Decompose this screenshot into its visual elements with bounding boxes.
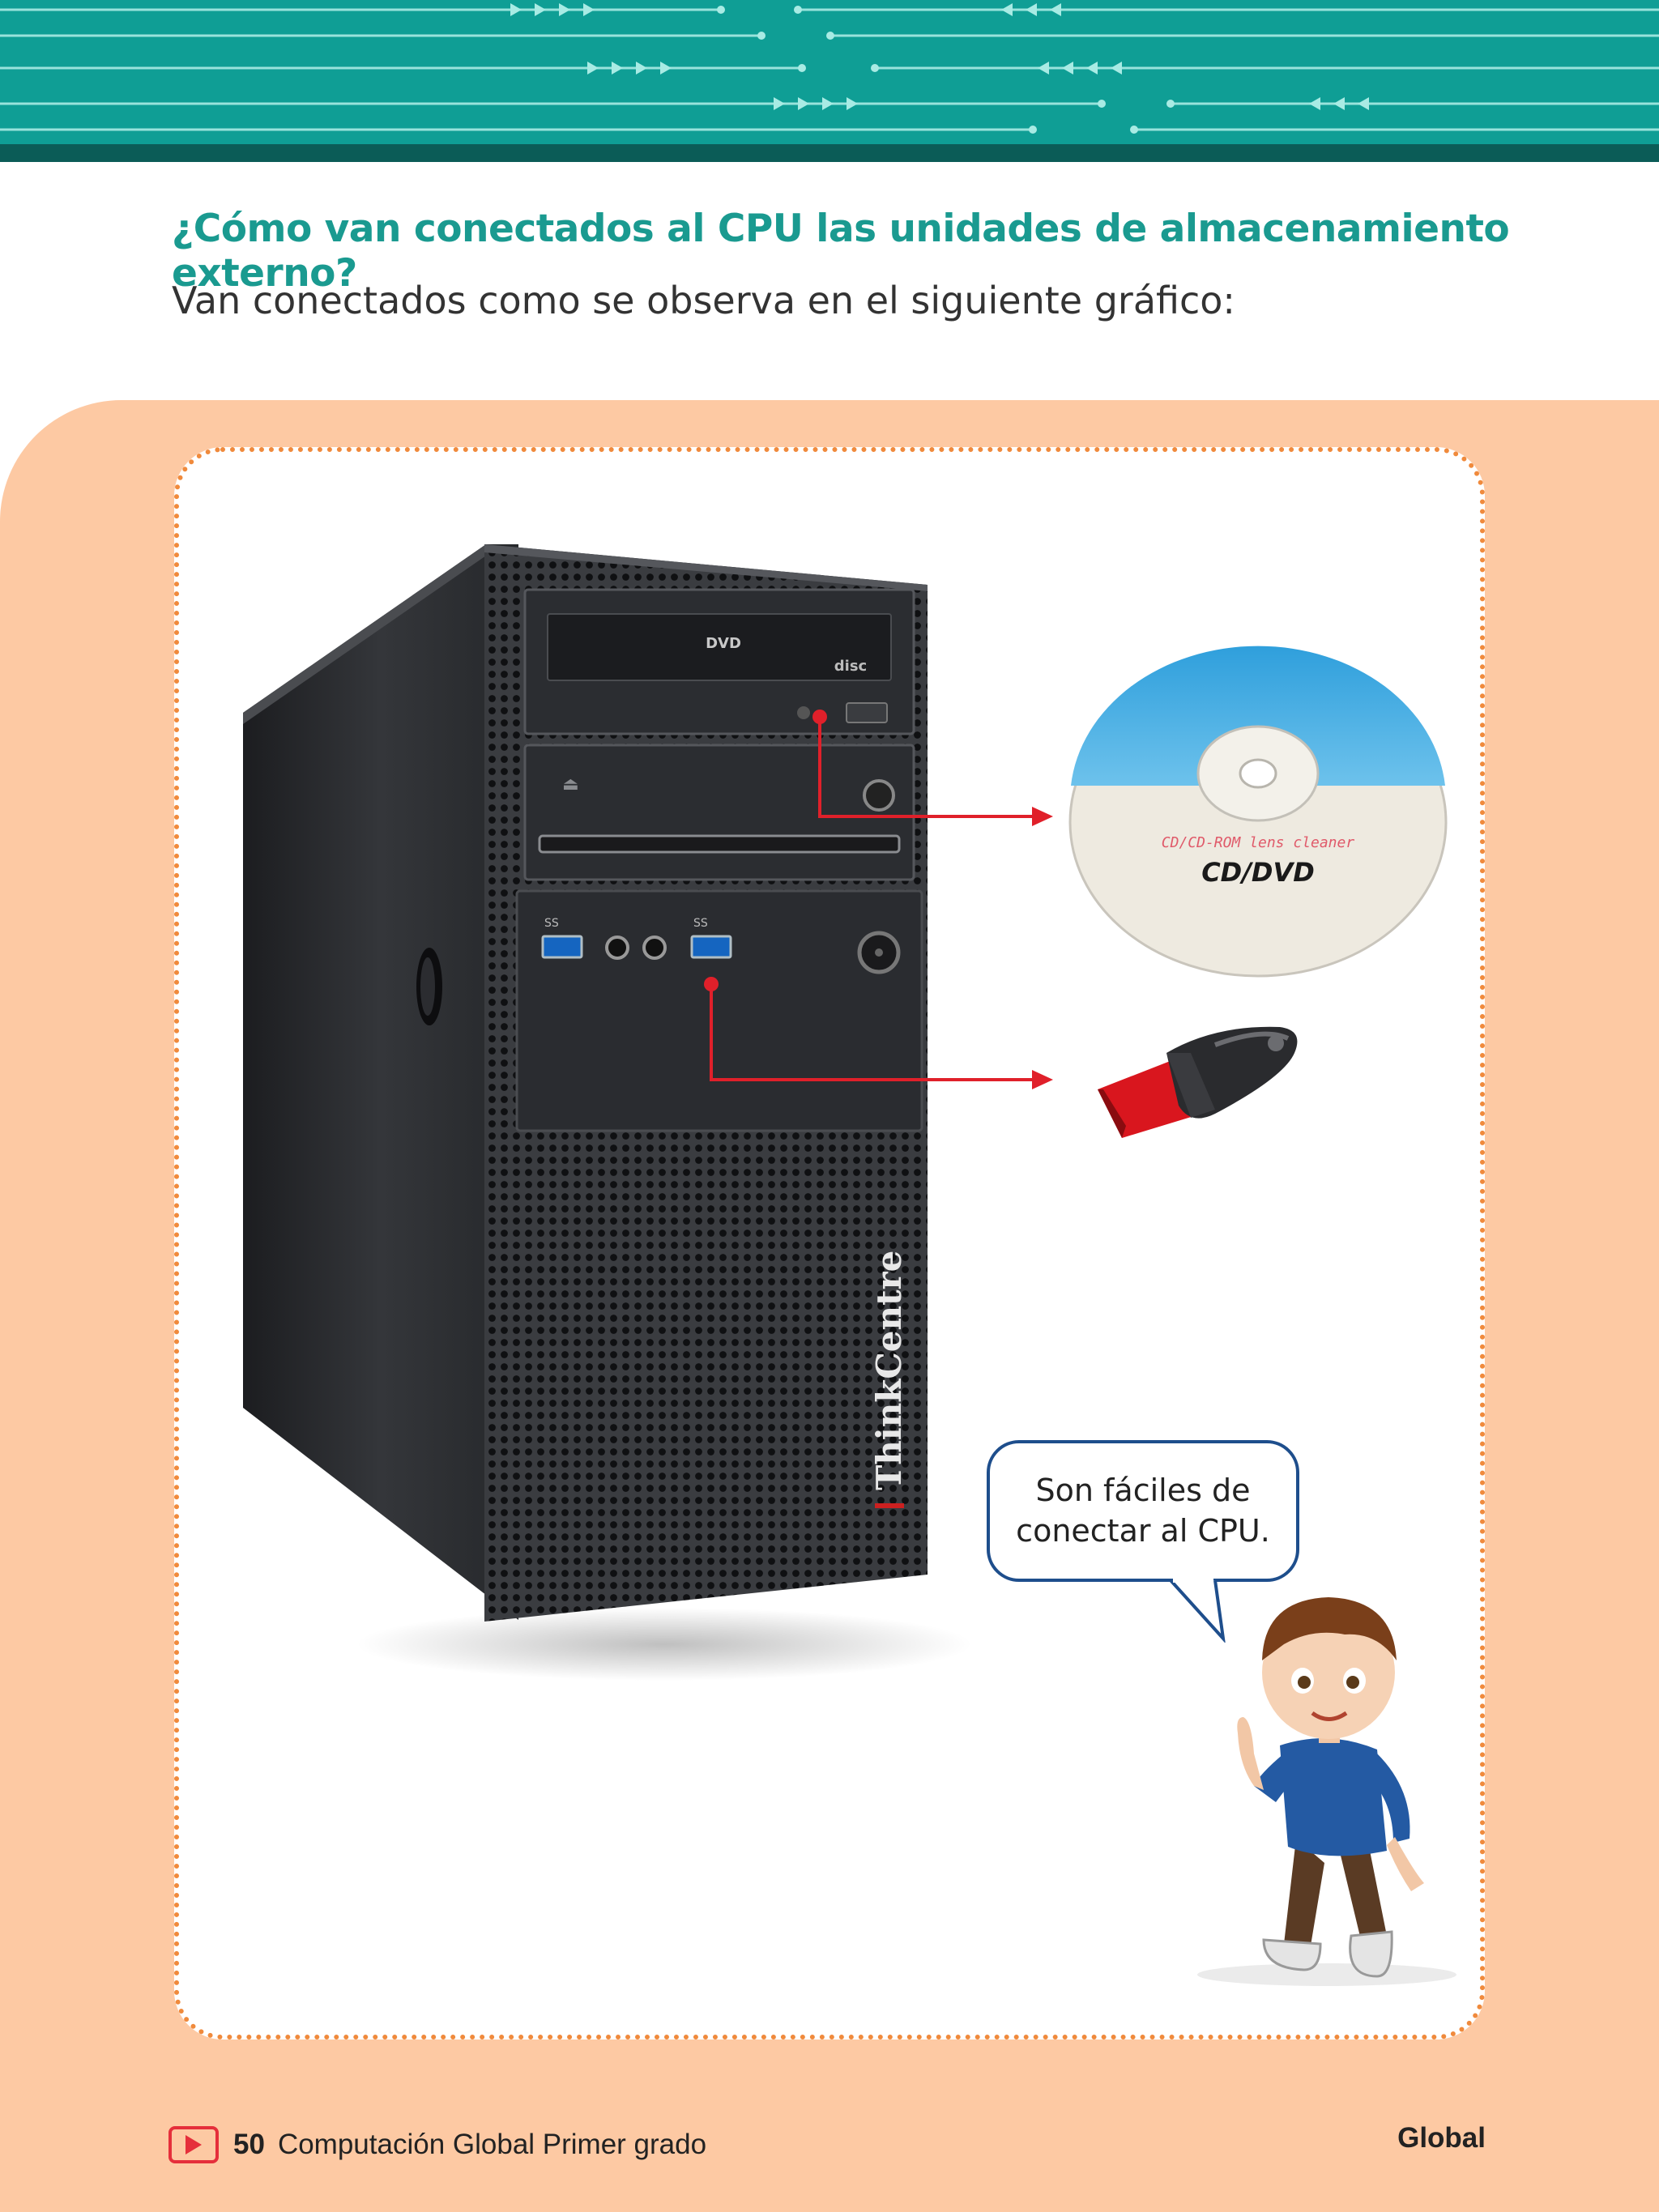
play-video-icon[interactable] bbox=[168, 2126, 219, 2163]
speech-bubble-text: Son fáciles de conectar al CPU. bbox=[1016, 1473, 1270, 1549]
speech-bubble-tail bbox=[1169, 1578, 1226, 1643]
svg-text:⏏: ⏏ bbox=[562, 774, 579, 795]
svg-text:disc: disc bbox=[834, 658, 867, 675]
cd-disc: CD/CD-ROM lens cleaner CD/DVD bbox=[1068, 646, 1448, 978]
boy-character bbox=[1197, 1597, 1456, 1986]
speech-bubble: Son fáciles de conectar al CPU. bbox=[987, 1440, 1299, 1582]
page-number: 50 bbox=[233, 2129, 265, 2160]
cpu-brand-label: ThinkCentre bbox=[869, 1251, 909, 1490]
svg-text:CD/DVD: CD/DVD bbox=[1201, 857, 1315, 888]
publisher-brand: Global bbox=[1397, 2122, 1486, 2154]
svg-text:SS: SS bbox=[693, 917, 708, 930]
arrow-usb bbox=[710, 984, 1041, 1081]
svg-text:DVD: DVD bbox=[706, 635, 741, 652]
header-dark-strip bbox=[0, 144, 1659, 162]
svg-text:SS: SS bbox=[544, 917, 559, 930]
arrow-usb-head bbox=[1032, 1070, 1053, 1089]
svg-text:CD/CD-ROM lens cleaner: CD/CD-ROM lens cleaner bbox=[1162, 834, 1355, 851]
cpu-tower: DVD disc ⏏ SS SS ThinkCentre bbox=[243, 544, 928, 1622]
arrow-dvd bbox=[818, 717, 1041, 818]
arrow-dvd-head bbox=[1032, 807, 1053, 826]
section-answer: Van conectados como se observa en el sig… bbox=[172, 279, 1235, 322]
page-footer: 50 Computación Global Primer grado bbox=[168, 2124, 706, 2166]
section-question: ¿Cómo van conectados al CPU las unidades… bbox=[172, 207, 1510, 296]
usb-flash-drive bbox=[1098, 1026, 1298, 1138]
book-title: Computación Global Primer grado bbox=[277, 2129, 707, 2160]
header-circuit-band bbox=[0, 0, 1659, 162]
